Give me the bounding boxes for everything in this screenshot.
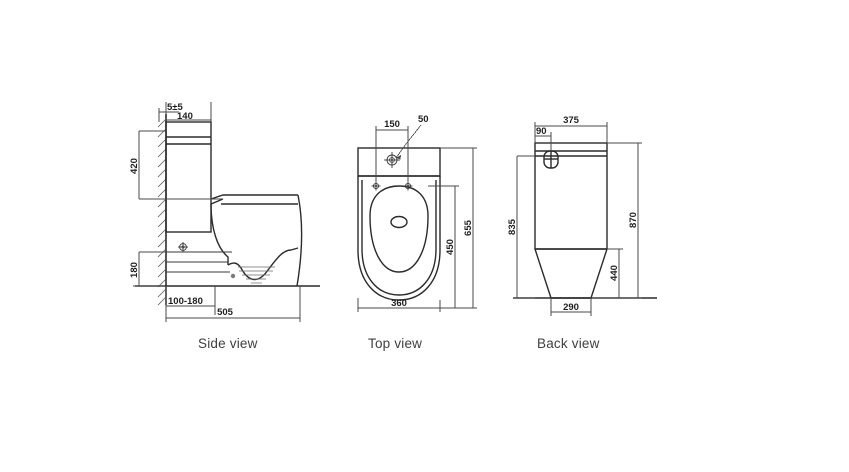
top-dim-360-lines (357, 298, 441, 312)
side-dim-180-lines (133, 251, 165, 287)
side-dim-cistern-height: 420 (129, 158, 140, 174)
top-dim-overall-length: 655 (463, 219, 474, 236)
back-dim-button-offset: 90 (536, 126, 547, 137)
back-dim-290-lines (550, 298, 592, 316)
top-dim-button-offset: 50 (418, 114, 429, 125)
back-dim-base-width: 290 (563, 302, 579, 313)
back-dim-90-lines (534, 132, 552, 151)
crosshair-bolt-icon (371, 181, 381, 191)
back-dim-440-lines (591, 248, 623, 299)
top-view-drawing: 150 50 655 450 360 (357, 114, 477, 312)
side-bowl-profile (210, 194, 303, 287)
back-pedestal (513, 248, 657, 299)
back-view-drawing: 375 90 835 870 440 (507, 115, 657, 316)
side-dim-outlet-range: 100-180 (168, 296, 203, 307)
water-trap-icon (238, 266, 275, 284)
back-dim-835-lines (513, 155, 535, 299)
top-dim-bowl-length: 450 (445, 239, 456, 255)
wall-hatch-icon (157, 114, 167, 306)
back-cistern (534, 142, 608, 250)
side-dim-cistern-depth: 140 (177, 111, 193, 122)
top-dim-bolt-spacing: 150 (384, 119, 400, 130)
side-dim-overall-depth: 505 (217, 307, 234, 318)
top-bowl-inner (369, 185, 429, 273)
top-bowl-outline (357, 176, 441, 301)
crosshair-bolt-icon (403, 181, 413, 191)
side-view-label: Side view (198, 336, 258, 351)
top-view-label: Top view (368, 336, 423, 351)
back-view-label: Back view (537, 336, 600, 351)
side-dim-top (158, 102, 212, 122)
dual-flush-button-icon (384, 152, 400, 168)
top-dim-150-lines (375, 126, 409, 182)
side-dim-505-lines (165, 286, 301, 322)
side-dim-420-lines (138, 130, 223, 200)
top-dim-450-lines (428, 185, 459, 309)
back-dim-cistern-width: 375 (563, 115, 580, 126)
top-dim-50-leader (395, 124, 422, 160)
top-dim-overall-width: 360 (391, 298, 407, 309)
side-view-drawing: 5±5 140 420 180 100-180 505 (129, 102, 320, 322)
back-dim-pedestal-height: 440 (609, 265, 620, 281)
crosshair-bolt-icon (178, 242, 188, 252)
side-cistern (165, 121, 212, 233)
side-dim-outlet-height: 180 (129, 262, 140, 278)
back-dim-cistern-top-height: 835 (507, 218, 518, 235)
back-dim-overall-height: 870 (628, 212, 639, 228)
top-cistern (357, 147, 441, 177)
outlet-dot-icon (230, 273, 236, 279)
dual-flush-button-icon (543, 150, 559, 169)
side-dim-gap-tolerance: 5±5 (167, 102, 183, 113)
